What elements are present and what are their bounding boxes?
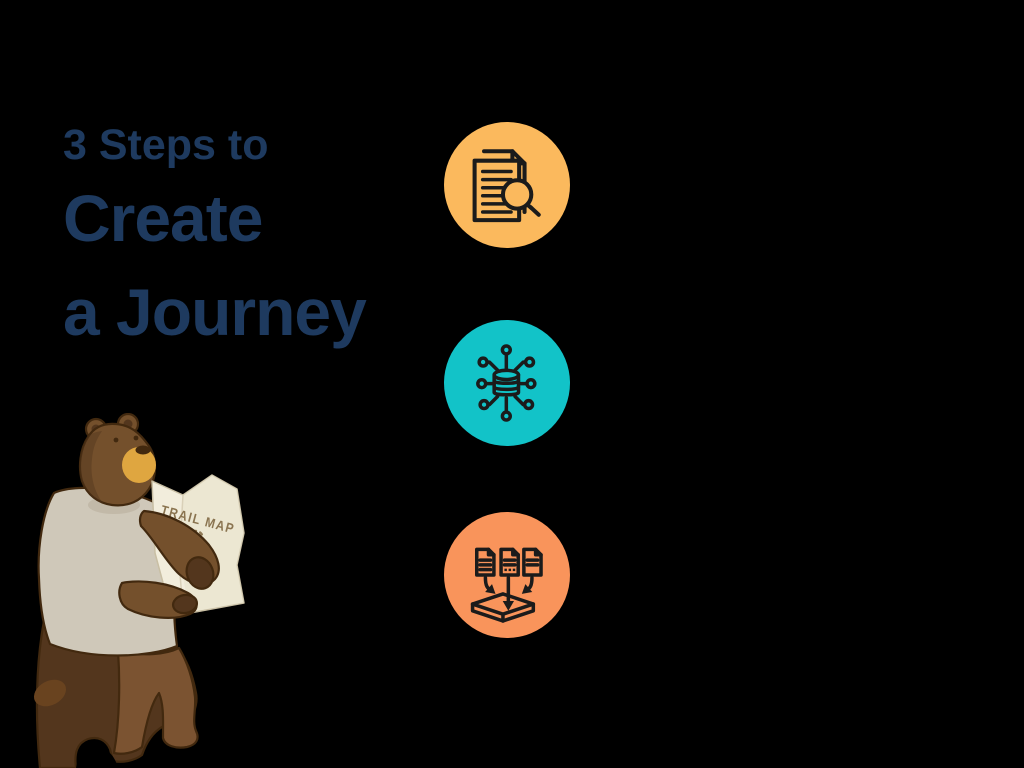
trailhead-bear-illustration: TRAIL MAP bbox=[33, 413, 245, 768]
bear-muzzle bbox=[122, 447, 156, 483]
step-1-circle bbox=[444, 122, 570, 248]
step-2-circle bbox=[444, 320, 570, 446]
bear-tail-patch bbox=[33, 679, 67, 707]
bear-eye-right bbox=[133, 435, 139, 441]
bear-lower-paw bbox=[171, 593, 199, 615]
document-merge-icon bbox=[470, 547, 543, 623]
bear-front-leg bbox=[112, 646, 199, 755]
document-search-icon bbox=[472, 149, 541, 223]
bear-eye-left bbox=[113, 437, 119, 443]
bear-leg-gap bbox=[76, 747, 118, 768]
title-kicker: 3 Steps to bbox=[63, 121, 269, 169]
bear-nose bbox=[135, 445, 151, 455]
bear-upper-paw bbox=[185, 556, 215, 590]
step-3-circle bbox=[444, 512, 570, 638]
data-network-icon bbox=[476, 344, 537, 422]
title-line-journey: a Journey bbox=[63, 275, 367, 349]
bear-head-shading bbox=[80, 431, 103, 503]
bear-head bbox=[78, 422, 157, 507]
title-line-create: Create bbox=[63, 181, 263, 255]
